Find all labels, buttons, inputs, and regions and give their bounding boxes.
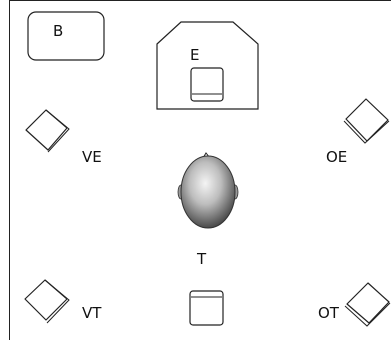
- square-speaker-icon: [190, 67, 224, 102]
- square-speaker-icon: [189, 290, 224, 326]
- label-oe: OE: [326, 148, 347, 166]
- trapezoid-booth-icon: [156, 21, 259, 110]
- speaker-vt: VT: [24, 279, 102, 324]
- label-t: T: [196, 250, 207, 268]
- box-b: B: [27, 11, 105, 61]
- rounded-rect-icon: [27, 11, 105, 61]
- diamond-speaker-icon: [343, 98, 390, 144]
- listener-head: [177, 152, 239, 229]
- label-ve: VE: [82, 148, 102, 166]
- station-e: E: [156, 21, 259, 110]
- label-vt: VT: [82, 304, 102, 322]
- speaker-oe: OE: [326, 98, 390, 166]
- speaker-ot: OT: [318, 282, 391, 327]
- head-top-view-icon: [177, 152, 239, 229]
- speaker-t: [189, 290, 224, 326]
- diamond-speaker-icon: [25, 109, 70, 153]
- label-e: E: [190, 46, 199, 64]
- room-walls: [9, 0, 391, 340]
- label-ot: OT: [318, 304, 340, 322]
- label-b: B: [53, 22, 63, 40]
- diamond-speaker-icon: [344, 282, 391, 327]
- speaker-ve: VE: [25, 109, 102, 166]
- diamond-speaker-icon: [24, 279, 70, 324]
